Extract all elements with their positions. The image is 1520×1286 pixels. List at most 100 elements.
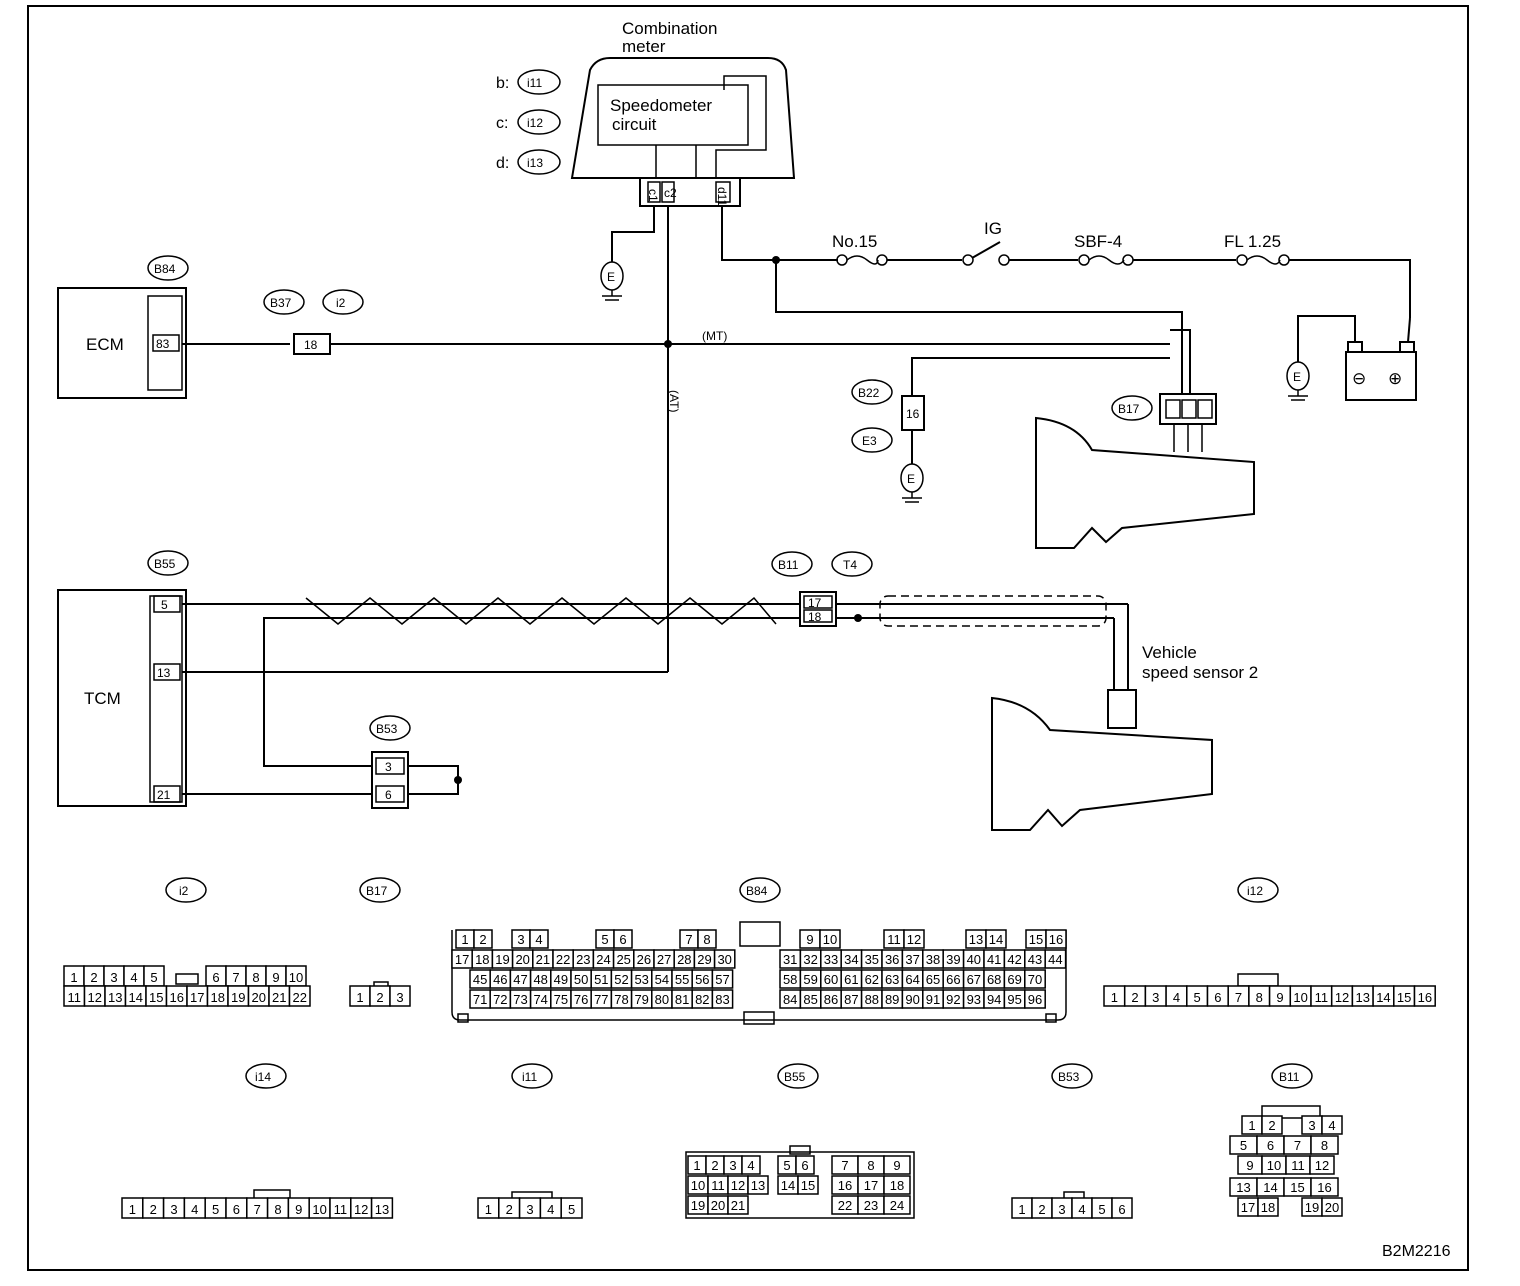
- pin-label: 75: [554, 992, 568, 1007]
- pin-label: 40: [967, 952, 981, 967]
- pin-label: 10: [1293, 990, 1307, 1005]
- pin-B11-1: 1: [1241, 1115, 1263, 1135]
- pin-B55-20: 20: [707, 1195, 729, 1215]
- pin-label: 14: [1263, 1180, 1277, 1195]
- pin-label: 11: [1315, 990, 1329, 1005]
- pin-B84-49: 49: [550, 969, 572, 989]
- pin-label: 49: [554, 972, 568, 987]
- pin-B11-2: 2: [1261, 1115, 1283, 1135]
- pin-B84-13: 13: [965, 929, 987, 949]
- pin-label: 71: [473, 992, 487, 1007]
- pin-label: 17: [1241, 1200, 1255, 1215]
- pin-i11-2: 2: [498, 1197, 521, 1219]
- pin-B84-68: 68: [983, 969, 1006, 989]
- pin-label: 20: [711, 1198, 725, 1213]
- pin-label: 1: [129, 1202, 136, 1217]
- pin-B53-2: 2: [1031, 1197, 1053, 1219]
- pin-label: 64: [905, 972, 919, 987]
- view-tag-b53: B53: [1058, 1070, 1080, 1084]
- pin-B84-86: 86: [820, 989, 842, 1009]
- pin-label: 18: [211, 990, 225, 1005]
- pin-B84-63: 63: [881, 969, 904, 989]
- pin-label: 76: [574, 992, 588, 1007]
- pin-label: 5: [1098, 1202, 1105, 1217]
- tcm-module: TCM 5 13 21 B55: [57, 550, 189, 807]
- pin-label: 4: [747, 1158, 754, 1173]
- pin-B84-81: 81: [671, 989, 693, 1009]
- meter-pin-d11: d11: [715, 187, 729, 206]
- pin-label: 4: [191, 1202, 198, 1217]
- pin-B84-6: 6: [613, 929, 633, 949]
- pin-i2-20: 20: [247, 985, 270, 1007]
- pin-B84-8: 8: [697, 929, 717, 949]
- pin-i14-12: 12: [350, 1197, 373, 1219]
- pin-B11-11: 11: [1285, 1155, 1311, 1175]
- pin-label: 13: [751, 1178, 765, 1193]
- tcm-pin-13: 13: [157, 666, 171, 680]
- pin-i14-13: 13: [370, 1197, 394, 1219]
- meter-conn-c-id: i12: [527, 116, 543, 130]
- pin-B11-10: 10: [1261, 1155, 1287, 1175]
- pin-label: 12: [907, 932, 921, 947]
- pin-label: 5: [212, 1202, 219, 1217]
- pin-B84-53: 53: [630, 969, 653, 989]
- pin-label: 14: [129, 990, 143, 1005]
- pin-label: 73: [513, 992, 527, 1007]
- meter-conn-d-id: i13: [527, 156, 543, 170]
- pin-label: 13: [969, 932, 983, 947]
- pin-i14-2: 2: [142, 1197, 165, 1219]
- pin-B84-92: 92: [942, 989, 965, 1009]
- pin-label: 12: [1335, 990, 1349, 1005]
- pin-B53-6: 6: [1111, 1197, 1133, 1219]
- ground-label-battery: E: [1293, 370, 1301, 384]
- pin-B84-59: 59: [799, 969, 822, 989]
- pin-label: 12: [88, 990, 102, 1005]
- pin-label: 1: [1018, 1202, 1025, 1217]
- pin-i2-9: 9: [265, 965, 287, 987]
- pin-B84-55: 55: [671, 969, 693, 989]
- meter-conn-c-prefix: c:: [496, 115, 508, 132]
- pin-i2-15: 15: [145, 985, 168, 1007]
- ecm-speed-line: 18 B37 i2 (MT) (AT): [182, 206, 1170, 672]
- pin-label: 16: [838, 1178, 852, 1193]
- pin-label: 41: [987, 952, 1001, 967]
- combination-meter-title-2: meter: [622, 37, 666, 56]
- pin-label: 50: [574, 972, 588, 987]
- view-tag-i11: i11: [522, 1070, 537, 1084]
- pin-label: 60: [824, 972, 838, 987]
- pin-i14-1: 1: [121, 1197, 144, 1219]
- pin-label: 19: [691, 1198, 705, 1213]
- pin-B84-25: 25: [612, 949, 635, 969]
- pin-label: 91: [926, 992, 940, 1007]
- pin-label: 3: [1308, 1118, 1315, 1133]
- pin-B84-14: 14: [985, 929, 1007, 949]
- pin-label: 3: [170, 1202, 177, 1217]
- pin-B84-9: 9: [799, 929, 821, 949]
- pin-label: 42: [1007, 952, 1021, 967]
- pin-B11-16: 16: [1310, 1177, 1339, 1197]
- pin-B84-47: 47: [509, 969, 532, 989]
- pin-B84-12: 12: [903, 929, 925, 949]
- pin-label: 29: [697, 952, 711, 967]
- pin-B84-95: 95: [1003, 989, 1026, 1009]
- pin-label: 81: [675, 992, 689, 1007]
- pin-i11-4: 4: [539, 1197, 562, 1219]
- pin-label: 8: [252, 970, 259, 985]
- pin-label: 2: [479, 932, 486, 947]
- pin-B11-18: 18: [1257, 1197, 1279, 1217]
- pin-label: 5: [568, 1202, 575, 1217]
- tcm-wiring: B53 3 6: [182, 596, 800, 809]
- pin-label: 11: [68, 990, 82, 1005]
- pin-label: 4: [1173, 990, 1180, 1005]
- pin-B84-67: 67: [962, 969, 985, 989]
- pin-label: 58: [783, 972, 797, 987]
- pin-label: 3: [517, 932, 524, 947]
- b22-ground: 16 B22 E3 E: [851, 357, 1170, 503]
- pin-B84-80: 80: [651, 989, 673, 1009]
- pin-B55-3: 3: [723, 1155, 743, 1175]
- view-tag-b17: B17: [366, 884, 388, 898]
- pin-label: 2: [1268, 1118, 1275, 1133]
- pin-label: 48: [533, 972, 547, 987]
- pin-B11-17: 17: [1237, 1197, 1259, 1217]
- ground-label-e3: E: [907, 472, 915, 486]
